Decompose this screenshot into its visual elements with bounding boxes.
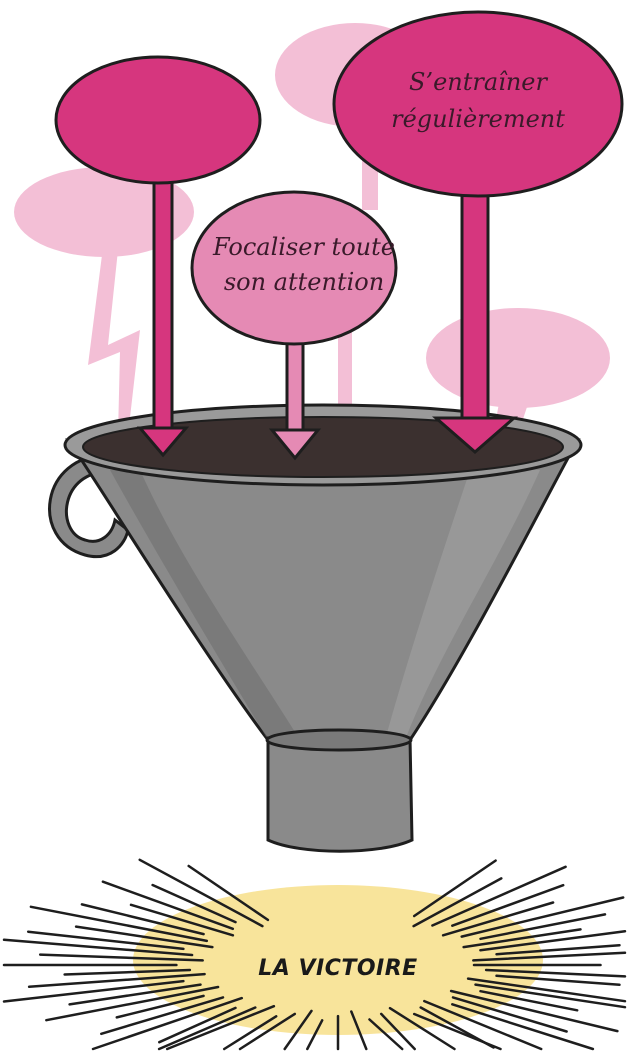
arrow-shaft-right <box>462 190 488 420</box>
faint-lightning-arrow-left <box>88 250 140 435</box>
arrow-shaft-middle <box>287 340 303 432</box>
bubble-right-shape <box>334 12 622 196</box>
victory-burst: LA VICTOIRE <box>4 860 625 1049</box>
funnel-spout-joint <box>267 730 411 750</box>
arrow-shaft-left <box>154 180 172 430</box>
faint-bubble-right <box>426 308 610 408</box>
funnel-spout <box>268 738 412 851</box>
bubble-left-shape <box>56 57 260 183</box>
bubble-right-line1: S’entraîner <box>409 68 548 96</box>
bubble-middle-line1: Focaliser toute <box>212 233 395 261</box>
bubble-middle-line2: son attention <box>224 268 384 296</box>
victory-label: LA VICTOIRE <box>258 956 417 981</box>
bubble-right-line2: régulièrement <box>391 105 565 133</box>
